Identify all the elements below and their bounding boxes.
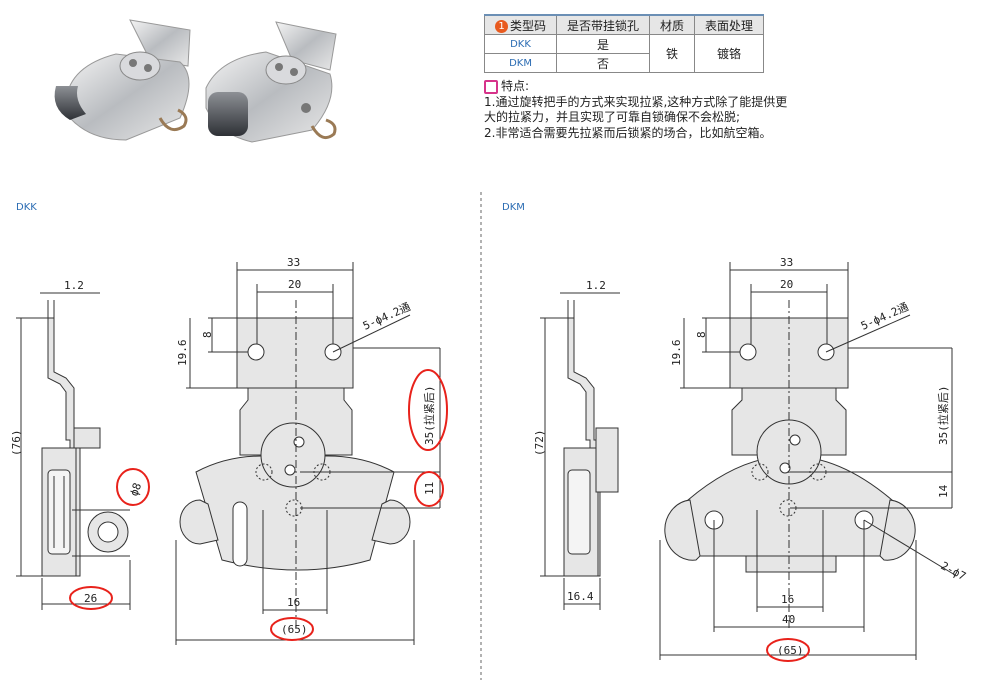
highlight-65-dkk bbox=[270, 617, 314, 641]
dkm-dim-8: 8 bbox=[695, 331, 708, 338]
feature-line: 1.通过旋转把手的方式来实现拉紧,这种方式除了能提供更 bbox=[484, 94, 788, 109]
dkm-dim-holes: 5-ϕ4.2通 bbox=[859, 300, 911, 333]
cell-lock-hole: 是 bbox=[556, 34, 651, 54]
dkk-dim-thickness: 1.2 bbox=[64, 279, 84, 292]
features-section: 特点: 1.通过旋转把手的方式来实现拉紧,这种方式除了能提供更 大的拉紧力，并且… bbox=[484, 79, 854, 141]
dkk-dim-65: (65) bbox=[281, 623, 308, 636]
dkm-dim-33: 33 bbox=[780, 256, 793, 269]
dkm-dim-35: 35(拉紧后) bbox=[936, 386, 950, 446]
marker-number: 1 bbox=[495, 19, 508, 33]
dkm-dim-16-4: 16.4 bbox=[567, 590, 594, 603]
highlight-26 bbox=[69, 586, 113, 610]
dkm-dim-16: 16 bbox=[781, 593, 794, 606]
dkk-dim-35: 35(拉紧后) bbox=[422, 386, 436, 446]
highlight-35 bbox=[408, 369, 448, 451]
dkk-dim-19-6: 19.6 bbox=[176, 340, 189, 367]
dkm-dim-height: (72) bbox=[533, 430, 546, 457]
dkk-side-view bbox=[41, 317, 130, 577]
dkm-dim-19-6: 19.6 bbox=[670, 340, 683, 367]
dkk-front-view bbox=[179, 317, 411, 571]
dkk-dim-holes: 5-ϕ4.2通 bbox=[361, 300, 413, 333]
dkk-dim-20: 20 bbox=[288, 278, 301, 291]
dkm-dim-40: 40 bbox=[782, 613, 795, 626]
dkm-dim-14: 14 bbox=[937, 484, 950, 498]
highlight-d8 bbox=[116, 468, 150, 506]
dkk-dim-11: 11 bbox=[423, 482, 436, 495]
highlight-11 bbox=[414, 471, 444, 507]
dkk-dim-hole: ϕ8 bbox=[127, 481, 144, 498]
cell-surface: 镀铬 bbox=[694, 34, 765, 73]
feature-line: 2.非常适合需要先拉紧而后锁紧的场合，比如航空箱。 bbox=[484, 125, 772, 140]
dkk-dim-width-26: 26 bbox=[84, 592, 97, 605]
cell-code: DKM bbox=[483, 53, 558, 73]
header-lock-hole: 是否带挂锁孔 bbox=[556, 14, 651, 35]
cell-lock-hole: 否 bbox=[556, 53, 651, 73]
dkm-front-view bbox=[664, 317, 916, 573]
cell-material: 铁 bbox=[649, 34, 696, 73]
features-title: 特点: bbox=[484, 79, 854, 95]
dkk-dim-8: 8 bbox=[201, 331, 214, 338]
dkk-label: DKK bbox=[16, 202, 37, 213]
dkm-label: DKM bbox=[502, 202, 525, 213]
dkk-dim-33: 33 bbox=[287, 256, 300, 269]
highlight-65-dkm bbox=[766, 638, 810, 662]
feature-marker-icon bbox=[484, 79, 498, 94]
dkm-side-view bbox=[563, 317, 619, 577]
feature-line: 大的拉紧力，并且实现了可靠自锁确保不会松脱; bbox=[484, 110, 741, 124]
header-material: 材质 bbox=[649, 14, 696, 35]
table-row: DKM 否 bbox=[483, 53, 764, 73]
dkk-dim-height: (76) bbox=[10, 430, 23, 457]
dkm-dim-hole-7: 2-ϕ7 bbox=[939, 559, 969, 583]
dkm-dim-65: (65) bbox=[777, 644, 804, 657]
header-surface: 表面处理 bbox=[694, 14, 765, 35]
product-photo bbox=[54, 19, 337, 143]
dkm-dim-thickness: 1.2 bbox=[586, 279, 606, 292]
dkk-dim-16: 16 bbox=[287, 596, 300, 609]
dkm-dim-20: 20 bbox=[780, 278, 793, 291]
table-row: DKK 是 铁 镀铬 bbox=[483, 34, 765, 73]
